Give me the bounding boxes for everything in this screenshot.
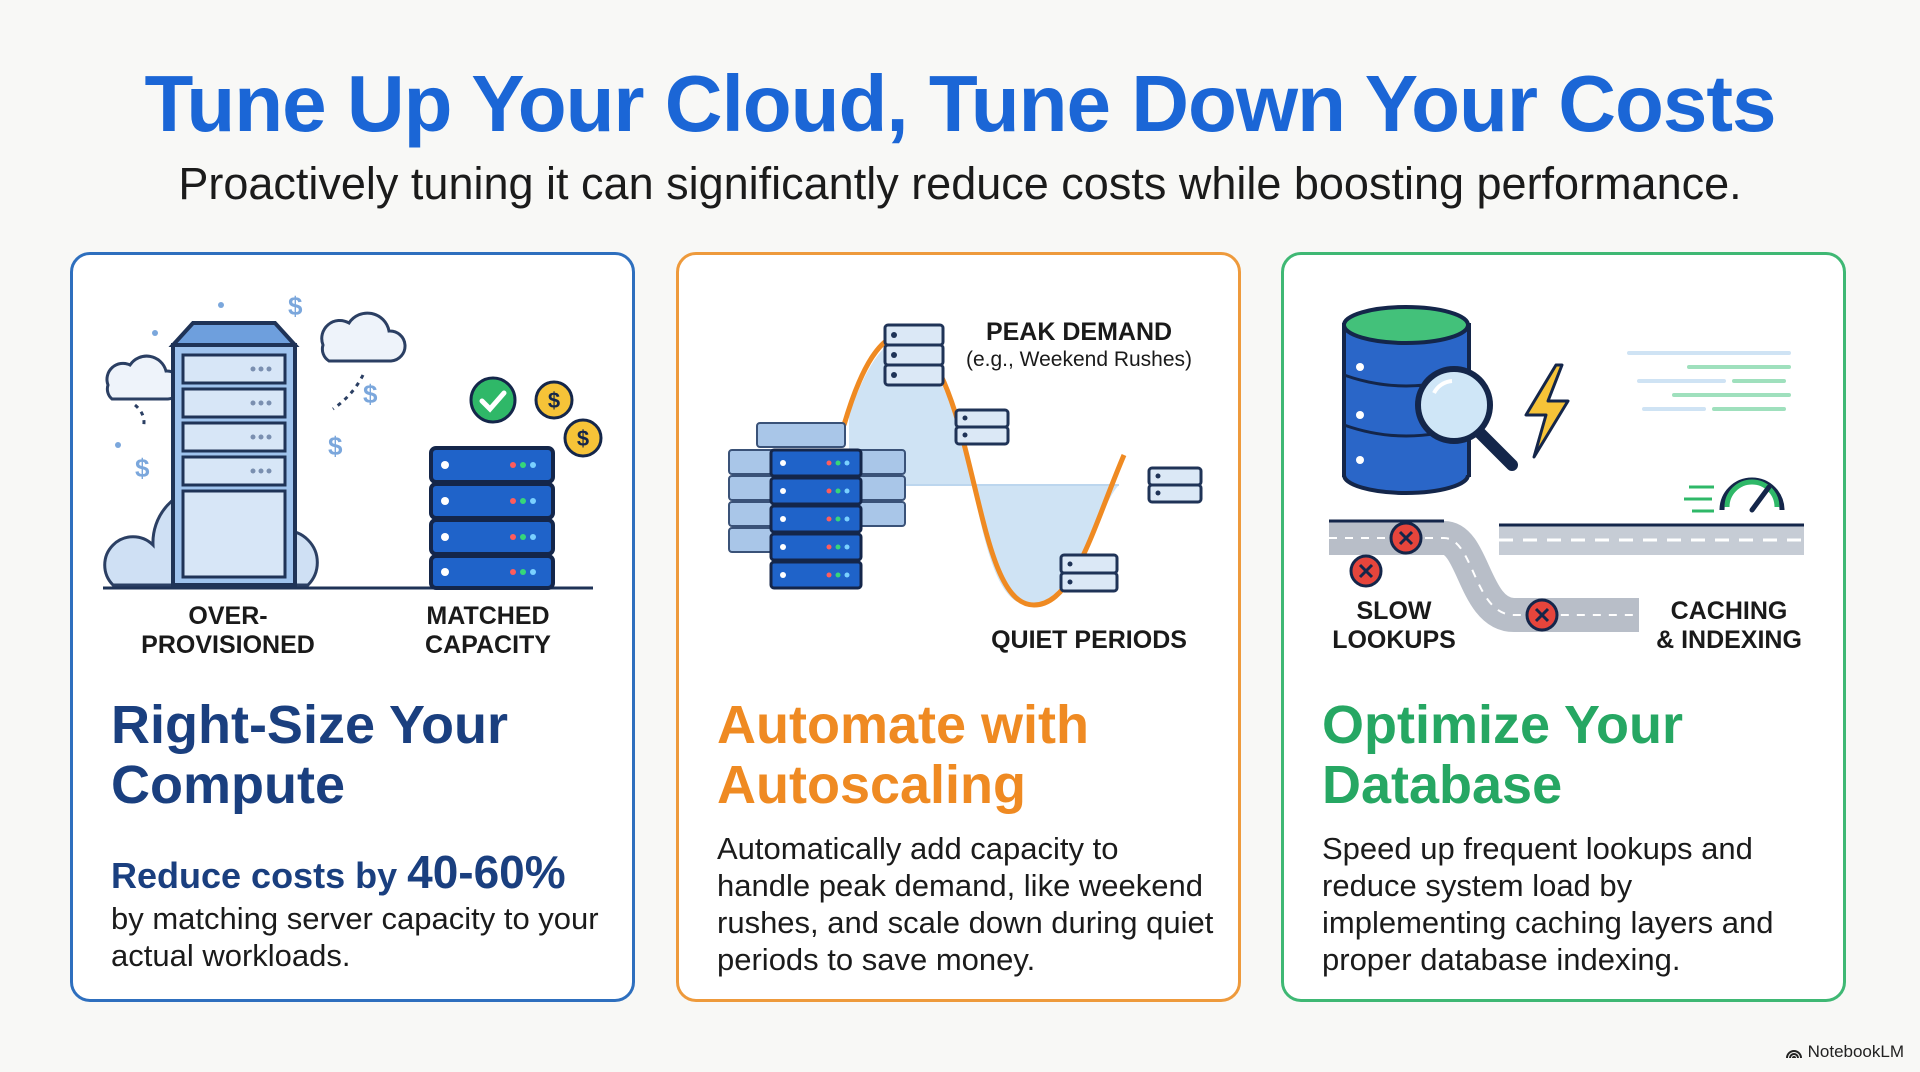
dollar-icon: $: [135, 453, 150, 483]
page-title: Tune Up Your Cloud, Tune Down Your Costs: [144, 59, 1776, 148]
card-description: by matching server capacity to your actu…: [111, 901, 599, 973]
cloud-icon: [320, 311, 407, 363]
coin-icon: $: [563, 418, 603, 458]
label-quiet-periods: QUIET PERIODS: [991, 626, 1187, 654]
watermark: NotebookLM: [1785, 1042, 1904, 1062]
oversized-server-icon: [168, 321, 300, 587]
server-icon: [1147, 466, 1203, 504]
label-over-provisioned: OVER- PROVISIONED: [141, 602, 315, 659]
road-icon: [1329, 519, 1804, 632]
blocked-icon: [1389, 521, 1423, 555]
label-matched-capacity: MATCHED CAPACITY: [425, 602, 551, 659]
coin-icon: $: [534, 380, 574, 420]
label-slow-lookups: SLOW LOOKUPS: [1332, 597, 1456, 654]
svg-text:$: $: [548, 388, 560, 413]
savings-highlight: Reduce costs by 40-60%: [111, 845, 611, 899]
server-icon: [883, 323, 945, 387]
autoscaling-illustration: [728, 323, 1203, 608]
cloud-icon: [105, 354, 183, 401]
server-icon: [954, 408, 1010, 446]
matched-server-icon: [429, 446, 555, 590]
speed-lines: [1627, 351, 1791, 411]
dollar-icon: $: [328, 431, 343, 461]
right-size-illustration: $ $ $ $: [103, 291, 603, 590]
svg-text:$: $: [577, 426, 589, 451]
check-icon: [469, 376, 517, 424]
card-title: Automate with Autoscaling: [717, 695, 1089, 815]
card-description: Speed up frequent lookups and reduce sys…: [1322, 831, 1774, 977]
watermark-text: NotebookLM: [1807, 1042, 1904, 1061]
database-icon: [1342, 305, 1471, 495]
card-autoscaling: PEAK DEMAND (e.g., Weekend Rushes) QUIET…: [676, 252, 1241, 1002]
dollar-icon: $: [288, 291, 303, 321]
card-title: Right-Size Your Compute: [111, 695, 509, 815]
card-database: SLOW LOOKUPS CACHING & INDEXING Optimize…: [1281, 252, 1846, 1002]
label-peak-note: (e.g., Weekend Rushes): [965, 348, 1193, 371]
server-icon: [1059, 553, 1119, 593]
magnifier-icon: [1415, 366, 1518, 471]
savings-value: 40-60%: [407, 846, 566, 898]
savings-prefix: Reduce costs by: [111, 855, 408, 896]
dollar-icon: $: [363, 379, 378, 409]
label-caching-indexing: CACHING & INDEXING: [1656, 597, 1802, 654]
blocked-icon: [1525, 598, 1559, 632]
server-cluster-icon: [728, 422, 906, 590]
speedometer-icon: [1684, 477, 1785, 513]
page-subtitle: Proactively tuning it can significantly …: [178, 158, 1742, 209]
label-peak-demand: PEAK DEMAND: [985, 318, 1173, 346]
card-description: Automatically add capacity to handle pea…: [717, 831, 1214, 977]
lightning-icon: [1524, 363, 1570, 459]
notebooklm-logo-icon: [1785, 1050, 1802, 1059]
card-title: Optimize Your Database: [1322, 695, 1684, 815]
card-right-size: $ $ $ $: [70, 252, 635, 1002]
blocked-icon: [1349, 554, 1383, 588]
database-illustration: [1329, 305, 1804, 632]
